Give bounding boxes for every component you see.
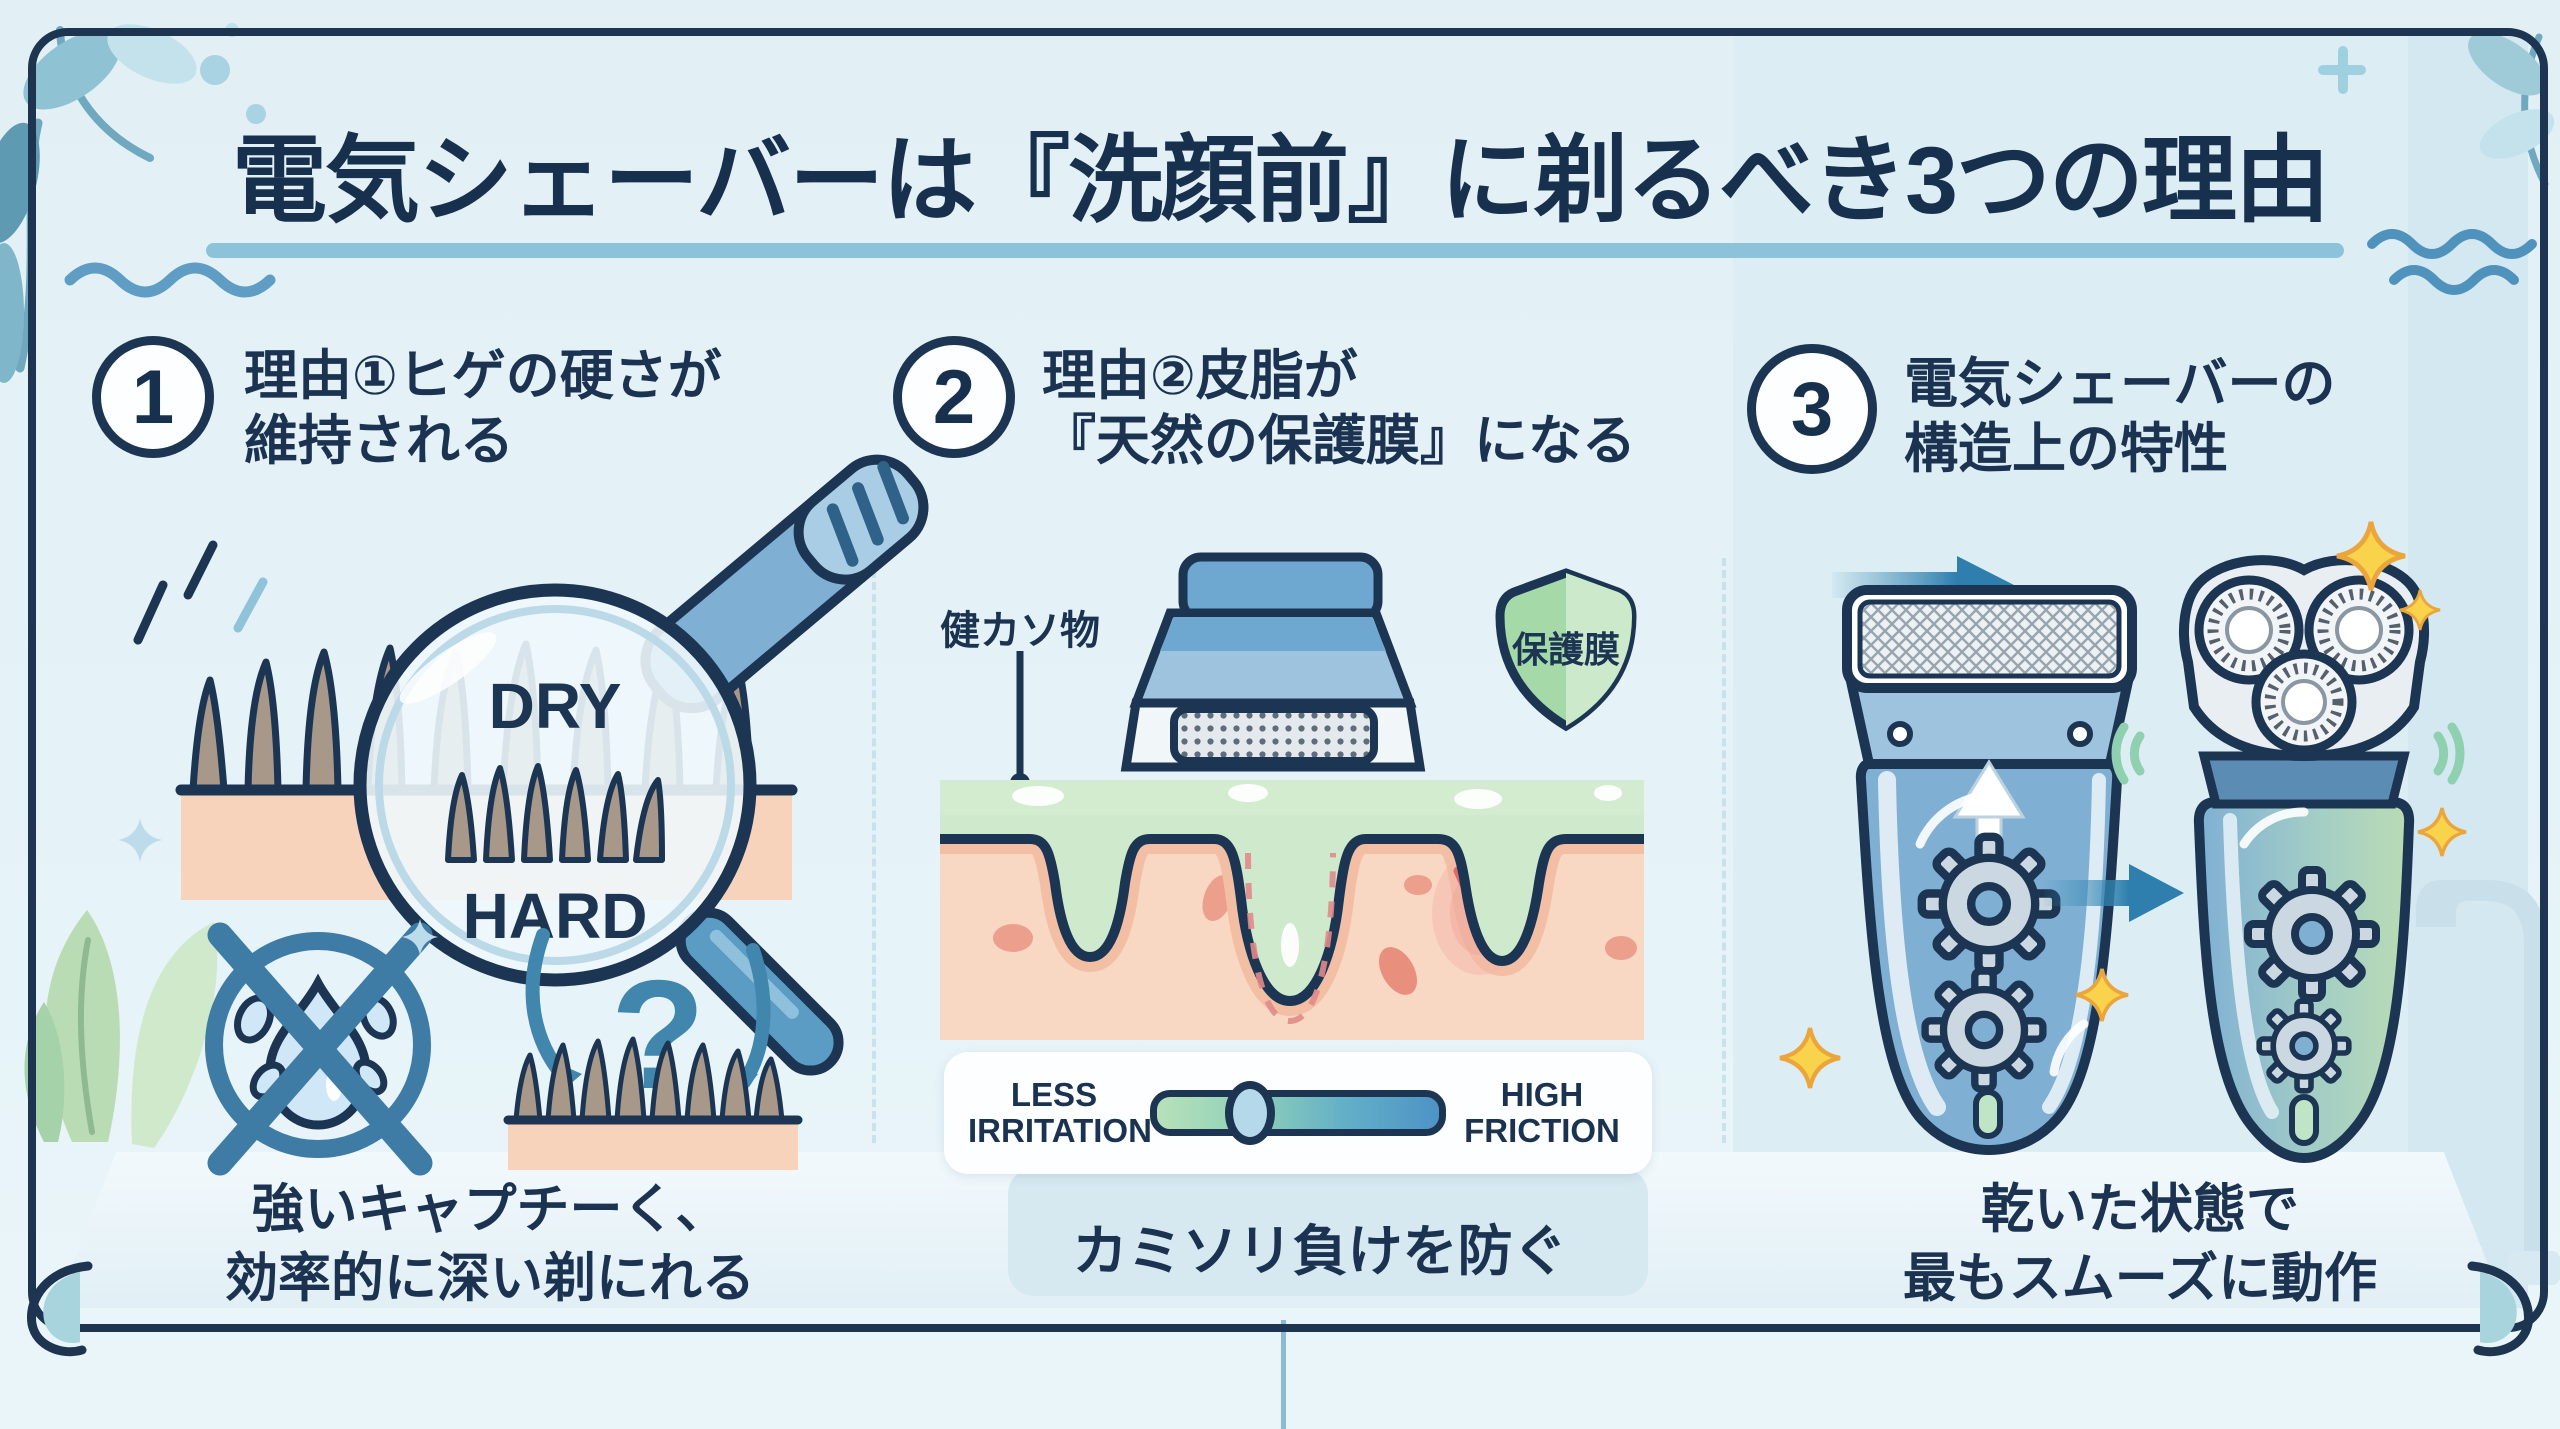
foil-shaver-illustration [1842,585,2137,1156]
section-2-heading-line2: 『天然の保護膜』になる [1042,410,1636,471]
section-2-caption: カミソリ負けを防ぐ [1072,1220,1568,1282]
column-separator-1 [872,558,876,1143]
counter-background [0,1316,2560,1429]
section-2-heading-line1: 理由②皮脂が [1042,346,1358,406]
sebum-diagram-label: 健カソ物 [940,609,1100,653]
section-3-caption-line2: 最もスムーズに動作 [1902,1248,2378,1308]
wave-decoration-right [2367,229,2537,295]
small-stubble-patch [503,1036,803,1170]
section-1-heading-line2: 維持される [244,410,514,471]
slider-right-label: HIGH FRICTION [1464,1075,1620,1149]
magnifier-label-hard: HARD [463,880,648,952]
section-1-caption: 強いキャプチーく、 効率的に深い剃にれる [110,1176,870,1314]
cross-out-x-icon [207,922,433,1176]
arrow-right-middle-icon [2044,864,2184,922]
shield-label: 保護膜 [1512,629,1620,670]
gear-icon [2259,1001,2349,1091]
section-2-number-badge: 2 [893,336,1015,458]
shaver-mechanism-illustration [1752,512,2517,1164]
page-title: 電気シェーバーは『洗顔前』に剃るべき3つの理由 [232,128,2330,234]
friction-slider: LESS IRRITATION HIGH FRICTION [944,1052,1652,1174]
skin-cross-section [940,780,1644,1040]
section-2-heading: 理由②皮脂が 『天然の保護膜』になる [1042,344,1636,474]
plus-sparkle-icon [2318,46,2366,94]
frame-corner-curl-right [2467,1261,2533,1357]
indicator-light [2289,1094,2319,1146]
section-1-caption-line2: 効率的に深い剃にれる [225,1248,755,1308]
column-separator-2 [1722,558,1726,1143]
magnifier-label-dry: DRY [489,670,622,742]
no-water-question-illustration: ? [205,919,803,1176]
leaf-decoration-top-right [2468,32,2555,188]
gear-icon [1922,837,2056,971]
magnifying-glass-icon: DRY HARD [353,583,844,1076]
section-3-heading: 電気シェーバーの 構造上の特性 [1904,352,2335,482]
rotary-cutter-icon [2304,575,2414,685]
indicator-light [1973,1089,2003,1139]
rotary-cutter-icon [2194,575,2304,685]
slider-left-label: LESS IRRITATION [968,1075,1152,1149]
shield-icon: 保護膜 [1495,568,1637,732]
section-3-caption-line1: 乾いた状態で [1981,1180,2299,1239]
rotary-cutter-icon [2251,649,2357,755]
gear-icon [1925,971,2043,1089]
slider-knob [1225,1081,1276,1145]
section-1-heading-line1: 理由①ヒゲの硬さが [244,346,722,406]
background-wall-edge [2408,36,2528,1308]
section-3-number-badge: 3 [1747,344,1877,474]
foil-mesh [1170,705,1378,765]
title-underline [206,243,2344,258]
label-pointer-line [1010,651,1030,793]
frame-corner-curl-left [27,1261,93,1357]
section-1-caption-line1: 強いキャプチーく、 [251,1180,729,1239]
dashed-follicle-outline [1245,852,1336,1025]
section-3-heading-line1: 電気シェーバーの [1904,354,2336,414]
slider-track [1150,1081,1446,1145]
rotary-shaver-illustration [2111,555,2465,1164]
wave-decoration-left [64,262,276,298]
center-tray [1008,1168,1648,1296]
sebum-skin-illustration: 保護膜 [940,552,1644,1040]
vibration-arcs-icon [2111,722,2465,785]
shaver-head-illustration [1120,552,1426,772]
no-water-icon [205,922,433,1176]
arrow-down-right-icon [737,943,771,1089]
sebum-film [940,815,1644,1001]
section-1-heading: 理由①ヒゲの硬さが 維持される [244,344,722,474]
rotation-arc-icon [1915,791,1987,849]
skin-red-spots [993,874,1637,995]
stubble-magnifier-illustration: DRY HARD [118,454,929,1076]
section-3-heading-line2: 構造上の特性 [1904,418,2228,479]
sparkle-icon [118,818,162,862]
magnified-stubble [445,763,665,863]
speed-lines-icon [133,540,268,645]
section-3-caption: 乾いた状態で 最もスムーズに動作 [1780,1176,2500,1314]
gear-icon [2248,870,2376,998]
section-1-number-badge: 1 [92,336,214,458]
counter-divider-line [1281,1320,1286,1429]
